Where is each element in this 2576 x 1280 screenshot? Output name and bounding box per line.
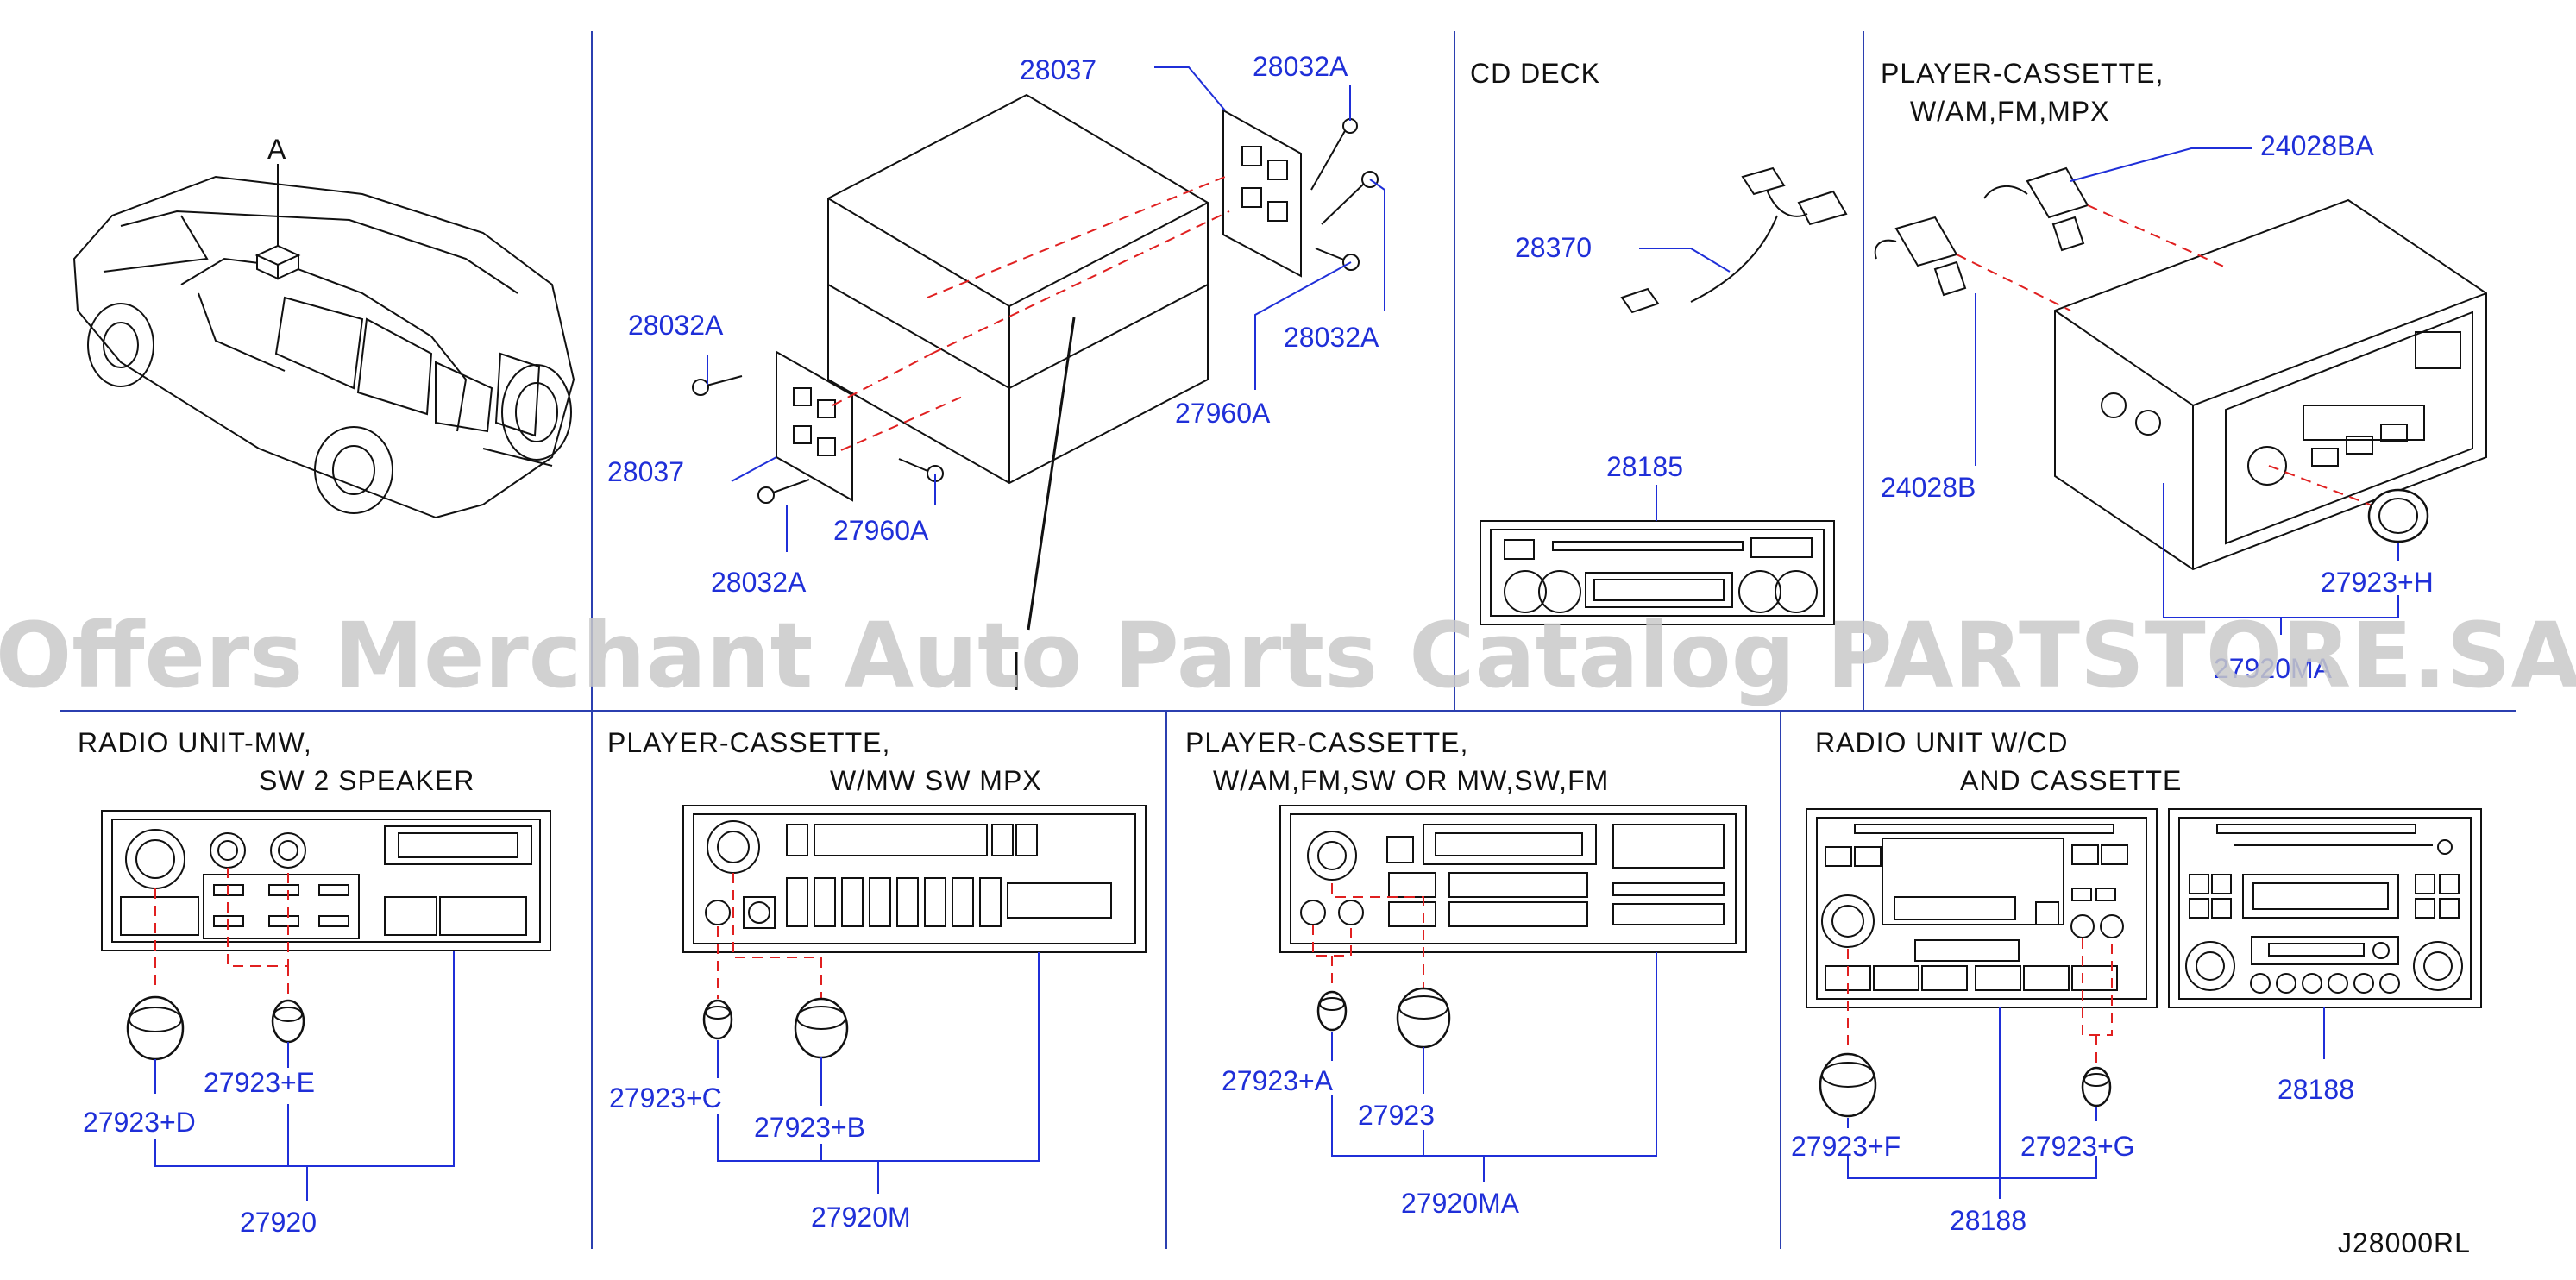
cd-deck-unit <box>1480 485 1835 625</box>
part-label-27923h: 27923+H <box>2321 567 2434 598</box>
part-label-28032a-top: 28032A <box>1253 51 1348 82</box>
radio-cd-title-line2: AND CASSETTE <box>1960 765 2182 796</box>
radio-cd-title-line1: RADIO UNIT W/CD <box>1815 727 2069 758</box>
part-label-28032a-right: 28032A <box>1284 322 1379 353</box>
part-label-27920ma-top: 27920MA <box>2214 653 2333 684</box>
part-label-27923g: 27923+G <box>2020 1131 2135 1162</box>
radio-cd-unit-left <box>1806 808 2158 1199</box>
part-label-27960a-left: 27960A <box>833 515 929 546</box>
part-label-28037-left: 28037 <box>607 456 684 487</box>
radio-mw-unit <box>101 810 551 1201</box>
part-label-27923: 27923 <box>1358 1100 1435 1131</box>
part-label-27923a: 27923+A <box>1222 1065 1334 1096</box>
radio-mw-title-line1: RADIO UNIT-MW, <box>78 727 312 758</box>
part-label-28032a-left: 28032A <box>628 310 724 341</box>
part-label-24028b: 24028B <box>1881 472 1976 503</box>
part-label-27960a-right: 27960A <box>1175 398 1271 429</box>
part-label-27920ma-bottom: 27920MA <box>1401 1188 1520 1219</box>
part-label-28188-right: 28188 <box>2278 1074 2354 1105</box>
panel-dividers <box>60 31 2516 1249</box>
cassette-mw-title-line2: W/MW SW MPX <box>830 765 1042 796</box>
bracket-assembly <box>692 66 1385 690</box>
watermark: Offers Merchant Auto Parts Catalog PARTS… <box>0 603 2576 708</box>
view-marker-a: A <box>267 134 286 165</box>
cassette-sw-title-line1: PLAYER-CASSETTE, <box>1185 727 1468 758</box>
part-label-27923e: 27923+E <box>204 1067 315 1098</box>
part-label-27923d: 27923+D <box>83 1107 196 1138</box>
part-label-28185: 28185 <box>1606 451 1683 482</box>
part-label-24028ba: 24028BA <box>2260 130 2374 161</box>
cassette-mpx-title-line2: W/AM,FM,MPX <box>1910 96 2109 127</box>
cassette-mw-unit <box>682 805 1147 1194</box>
part-label-27923b: 27923+B <box>754 1112 865 1143</box>
cd-deck-title: CD DECK <box>1470 58 1600 89</box>
diagram-code: J28000RL <box>2338 1227 2471 1258</box>
radio-cd-unit-right <box>2168 808 2482 1059</box>
cassette-sw-title-line2: W/AM,FM,SW OR MW,SW,FM <box>1213 765 1609 796</box>
cd-harness <box>1620 166 1848 314</box>
vehicle-drawing <box>72 164 575 519</box>
part-label-27923f: 27923+F <box>1791 1131 1901 1162</box>
radio-mw-title-line2: SW 2 SPEAKER <box>259 765 474 796</box>
part-label-28370: 28370 <box>1515 232 1592 263</box>
cassette-mpx-title-line1: PLAYER-CASSETTE, <box>1881 58 2164 89</box>
part-label-27920m: 27920M <box>811 1202 911 1233</box>
cassette-mw-title-line1: PLAYER-CASSETTE, <box>607 727 890 758</box>
cassette-mpx-unit <box>1874 147 2487 635</box>
part-label-28032a-bottom: 28032A <box>711 567 807 598</box>
part-label-27920: 27920 <box>240 1207 317 1238</box>
part-label-28188-left: 28188 <box>1950 1205 2026 1236</box>
cassette-sw-unit <box>1279 805 1747 1182</box>
part-label-28037-top: 28037 <box>1020 54 1096 85</box>
part-label-27923c: 27923+C <box>609 1082 722 1114</box>
